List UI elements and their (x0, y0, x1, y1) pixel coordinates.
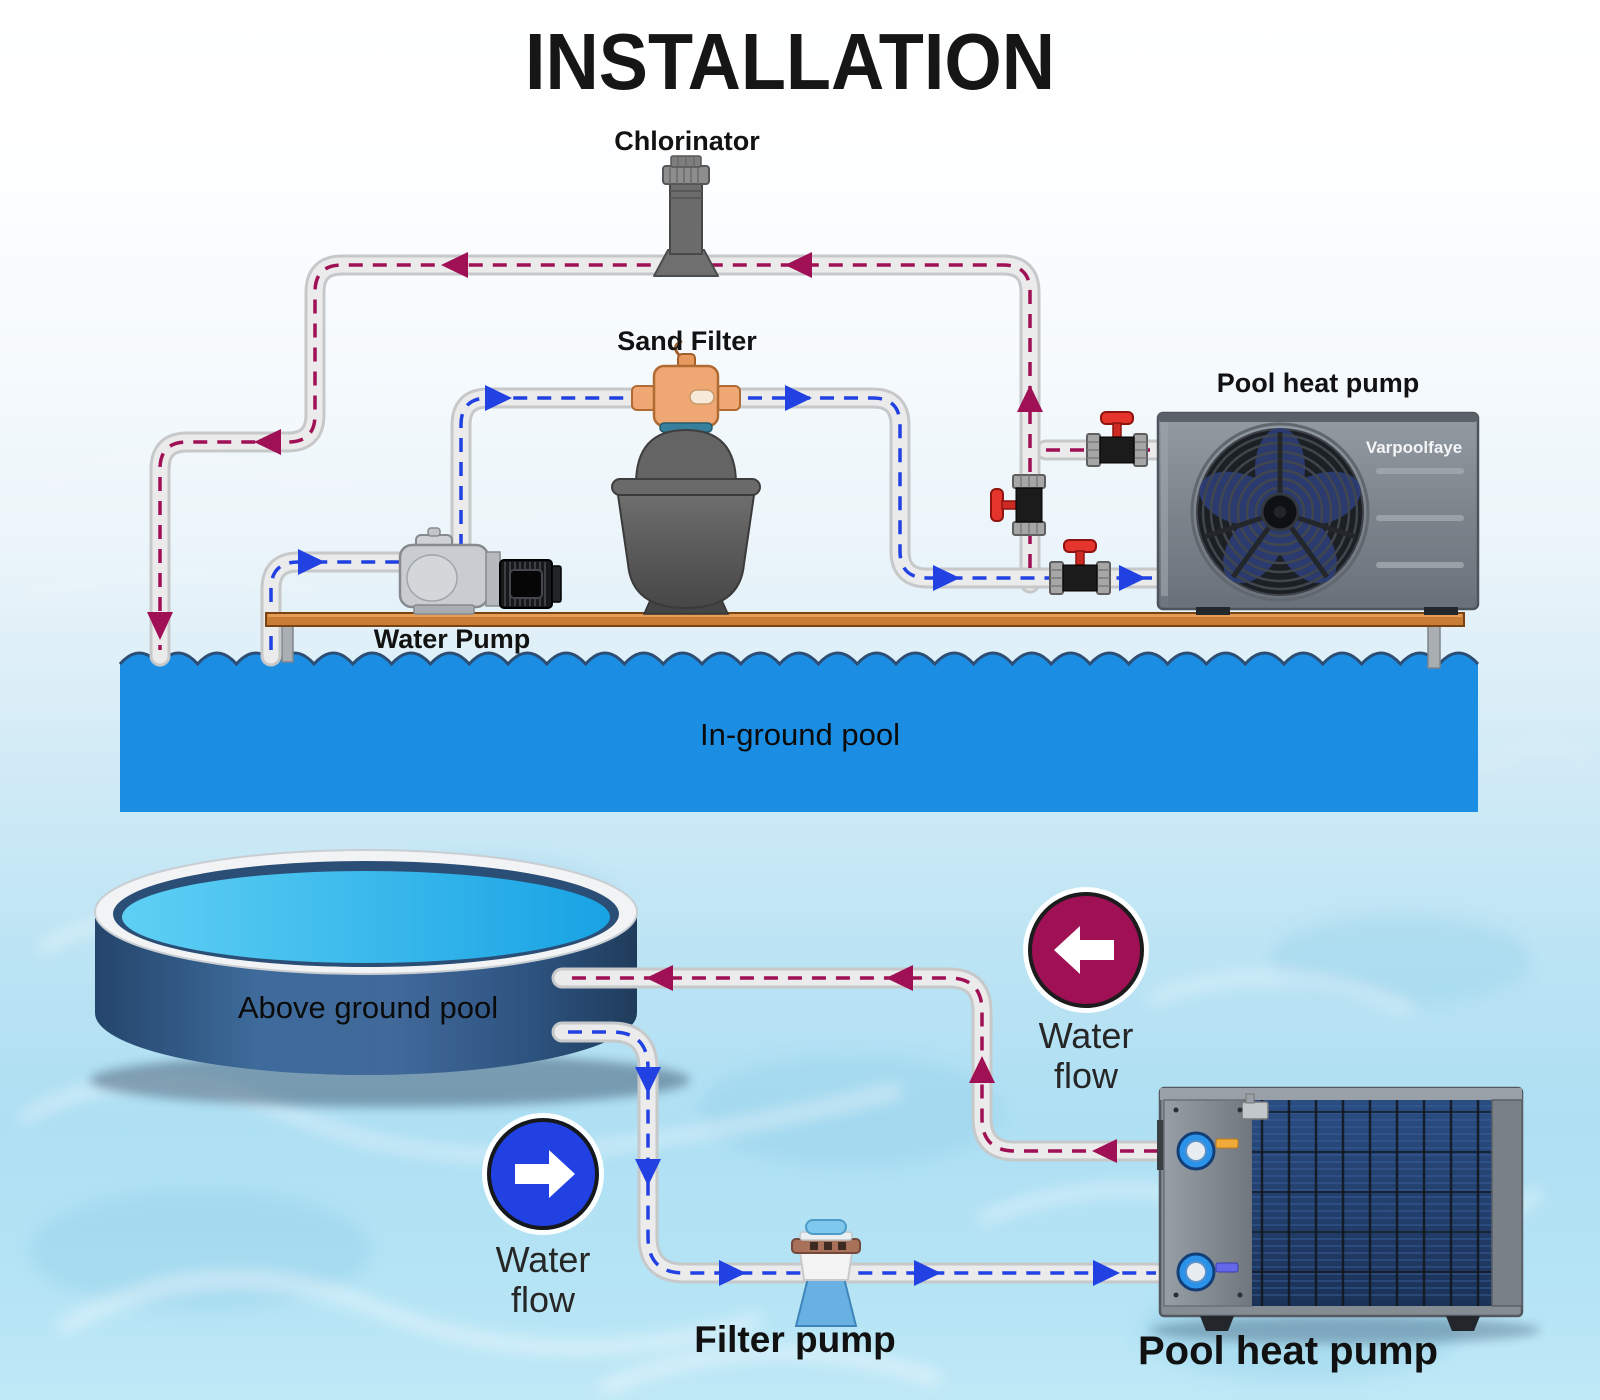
arrow-left-icon (1054, 926, 1114, 974)
platform-legs (281, 623, 1441, 669)
supply-arrow-icon (1119, 565, 1146, 591)
flow-lines-top (147, 252, 1152, 650)
water-flow-return-label-2: flow (1054, 1055, 1119, 1096)
supply-arrow-icon (1093, 1260, 1120, 1286)
supply-arrow-icon (785, 385, 812, 411)
pool-heat-pump-bottom-label: Pool heat pump (1138, 1329, 1438, 1373)
page-title: INSTALLATION (525, 17, 1055, 106)
chlorinator-label: Chlorinator (614, 126, 760, 156)
return-arrow-icon (254, 429, 281, 455)
pool-heat-pump-bottom (1150, 1086, 1540, 1344)
side-vents (1376, 468, 1464, 568)
return-arrow-icon (1092, 1139, 1117, 1163)
supply-arrow-icon (933, 565, 960, 591)
water-flow-supply-label-1: Water (496, 1239, 591, 1280)
pool-heat-pump-top-label: Pool heat pump (1217, 368, 1420, 398)
water-flow-return-label-1: Water (1039, 1015, 1134, 1056)
supply-arrow-icon (914, 1260, 941, 1286)
water-pump-label: Water Pump (374, 624, 531, 654)
filter-pump (791, 1219, 861, 1327)
return-arrow-icon (886, 965, 913, 991)
in-ground-pool: In-ground pool (118, 651, 1480, 812)
chlorinator (653, 155, 719, 277)
supply-arrow-icon (485, 385, 512, 411)
supply-arrow-icon (635, 1159, 661, 1186)
pool-heat-pump-top: Varpoolfaye (1156, 411, 1480, 615)
arrow-right-icon (515, 1150, 575, 1198)
sand-filter-label: Sand Filter (617, 326, 757, 356)
return-arrow-icon (441, 252, 468, 278)
return-arrow-icon (969, 1056, 995, 1083)
return-arrow-icon (147, 612, 173, 640)
brand-label: Varpoolfaye (1366, 438, 1462, 457)
filter-pump-label: Filter pump (694, 1319, 895, 1360)
flow-lines-bottom (568, 965, 1158, 1286)
fan-icon (1199, 428, 1361, 591)
equipment-platform (265, 612, 1465, 627)
return-arrow-icon (1017, 385, 1043, 412)
above-ground-pool-label: Above ground pool (238, 990, 498, 1025)
supply-arrow-icon (635, 1067, 661, 1094)
water-flow-supply-badge (482, 1113, 604, 1235)
above-ground-pool: Above ground pool (90, 849, 690, 1107)
return-arrow-icon (785, 252, 812, 278)
water-flow-supply-label-2: flow (511, 1279, 576, 1320)
sand-filter (611, 339, 761, 615)
return-arrow-icon (646, 965, 673, 991)
in-ground-pool-label: In-ground pool (700, 717, 900, 752)
water-flow-return-badge (1023, 887, 1149, 1013)
water-pump (398, 527, 562, 615)
supply-arrow-icon (298, 549, 325, 575)
supply-arrow-icon (719, 1260, 746, 1286)
